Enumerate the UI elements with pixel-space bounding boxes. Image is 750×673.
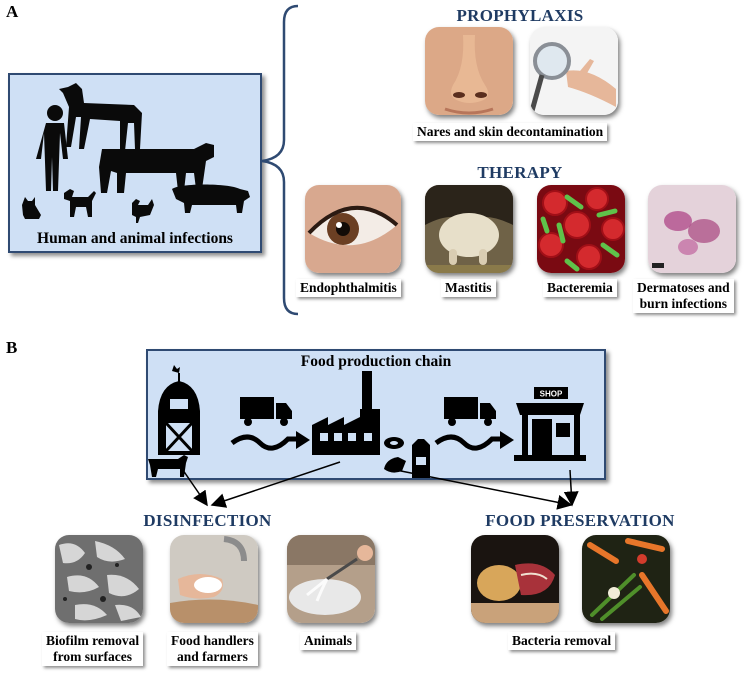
- shop-icon: [514, 387, 586, 461]
- skin-lesion-photo: [648, 185, 736, 273]
- milk-carton-icon: [412, 439, 430, 478]
- food-handlers-caption-line2: and farmers: [177, 649, 248, 664]
- blood-cells-bacteria-image: [537, 185, 625, 273]
- hand-washing-photo: [170, 535, 258, 623]
- food-handlers-caption: Food handlers and farmers: [167, 632, 258, 666]
- disinfection-title: DISINFECTION: [143, 511, 272, 530]
- barn-icon: [158, 365, 200, 455]
- pig-silhouette-icon: [172, 184, 250, 213]
- truck-icon-2: [444, 397, 496, 426]
- ham-icon: [384, 457, 406, 473]
- endophthalmitis-caption: Endophthalmitis: [296, 279, 401, 297]
- biofilm-micrograph: [55, 535, 143, 623]
- bacteria-removal-caption: Bacteria removal: [508, 632, 616, 650]
- food-production-chain-title: Food production chain: [300, 353, 452, 370]
- mastitis-caption: Mastitis: [441, 279, 496, 297]
- biofilm-caption-line1: Biofilm removal: [46, 633, 140, 648]
- truck-icon-1: [240, 397, 292, 426]
- cow-icon: [148, 455, 188, 477]
- food-preservation-title: FOOD PRESERVATION: [485, 511, 675, 530]
- panel-b-letter: B: [6, 338, 18, 357]
- udder-photo: [425, 185, 513, 273]
- wavy-arrow-2: [434, 434, 502, 451]
- shop-sign-text: SHOP: [540, 390, 563, 399]
- dermatoses-caption-line1: Dermatoses and: [637, 280, 730, 295]
- dermatoses-caption: Dermatoses and burn infections: [633, 279, 734, 313]
- factory-icon: [312, 371, 380, 455]
- human-silhouette-icon: [36, 105, 68, 191]
- human-animal-infections-box: Human and animal infections: [8, 73, 262, 253]
- food-handlers-caption-line1: Food handlers: [171, 633, 254, 648]
- food-production-chain-box: Food production chain: [146, 349, 606, 480]
- dermatoses-caption-line2: burn infections: [639, 296, 727, 311]
- wavy-arrow-1: [230, 434, 298, 451]
- animals-caption: Animals: [300, 632, 357, 650]
- prophylaxis-caption: Nares and skin decontamination: [413, 123, 608, 141]
- human-animal-infections-label: Human and animal infections: [37, 230, 233, 247]
- therapy-title: THERAPY: [477, 163, 563, 182]
- silhouettes-human-animals: [22, 83, 250, 223]
- horse-silhouette-icon: [59, 83, 142, 151]
- chicken-silhouette-icon: [132, 199, 154, 223]
- cow-silhouette-icon: [99, 143, 214, 193]
- panel-a-letter: A: [6, 2, 19, 21]
- vegetables-photo: [582, 535, 670, 623]
- meat-icon: [384, 437, 404, 449]
- hand-magnifier-photo: [530, 27, 618, 115]
- prophylaxis-title: PROPHYLAXIS: [456, 6, 584, 25]
- dog-silhouette-icon: [64, 189, 96, 217]
- eye-photo: [305, 185, 401, 273]
- food-chain-icons: SHOP: [148, 365, 586, 478]
- animal-spraying-photo: [287, 535, 375, 623]
- biofilm-caption-line2: from surfaces: [53, 649, 132, 664]
- cat-silhouette-icon: [22, 197, 41, 219]
- meat-poultry-photo: [471, 535, 559, 623]
- biofilm-removal-caption: Biofilm removal from surfaces: [42, 632, 144, 666]
- bacteremia-caption: Bacteremia: [543, 279, 617, 297]
- nose-photo: [425, 27, 513, 115]
